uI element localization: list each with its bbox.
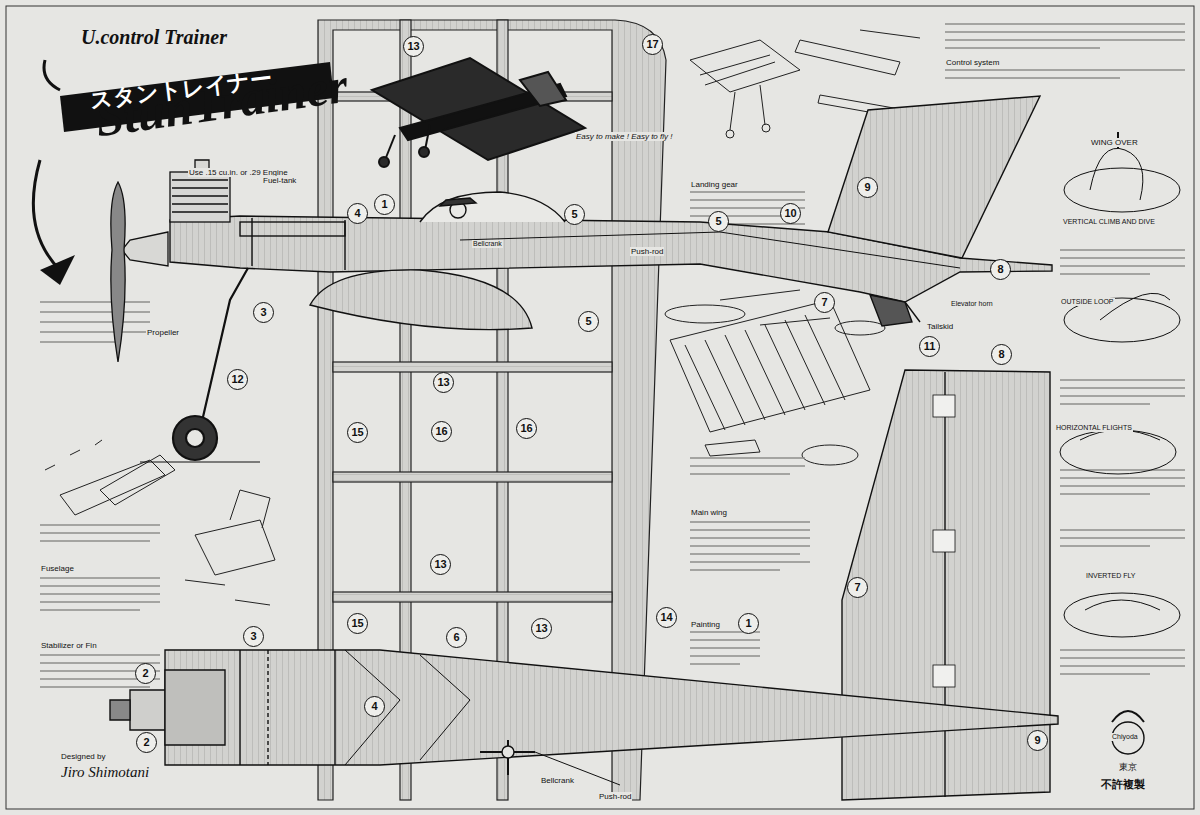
callout-number: 5	[578, 311, 599, 332]
callout-text: 17	[646, 39, 658, 50]
callout-text: 4	[354, 208, 360, 219]
maneuver-title: OUTSIDE LOOP	[1060, 298, 1115, 306]
callout-text: 1	[381, 199, 387, 210]
callout-number: 13	[531, 618, 552, 639]
callout-number: 12	[227, 369, 248, 390]
callout-number: 7	[847, 577, 868, 598]
callout-number: 13	[430, 554, 451, 575]
callout-text: 3	[260, 307, 266, 318]
callout-text: 4	[371, 701, 377, 712]
callout-text: 5	[715, 216, 721, 227]
callout-number: 14	[656, 607, 677, 628]
callout-text: 9	[864, 182, 870, 193]
callout-text: 16	[520, 423, 532, 434]
callout-number: 8	[990, 259, 1011, 280]
callout-number: 15	[347, 613, 368, 634]
callout-text: 5	[585, 316, 591, 327]
designer-name: Jiro Shimotani	[60, 764, 150, 781]
callout-text: 2	[143, 737, 149, 748]
callout-number: 17	[642, 34, 663, 55]
section-heading: Stabilizer or Fin	[40, 641, 98, 650]
callout-text: 1	[745, 618, 751, 629]
callout-text: 8	[998, 349, 1004, 360]
section-heading: Landing gear	[690, 180, 739, 189]
callout-number: 9	[1027, 730, 1048, 751]
part-label: Fuel-tank	[262, 176, 297, 185]
callout-number: 1	[738, 613, 759, 634]
callout-number: 8	[991, 344, 1012, 365]
maneuver-title: INVERTED FLY	[1085, 572, 1137, 580]
callout-text: 6	[453, 632, 459, 643]
section-heading: Fuselage	[40, 564, 75, 573]
callout-text: 15	[351, 427, 363, 438]
callout-number: 11	[919, 336, 940, 357]
maneuver-title: VERTICAL CLIMB AND DIVE	[1062, 218, 1156, 226]
maneuver-title: HORIZONTAL FLIGHTS	[1055, 424, 1133, 432]
subtitle: U.control Trainer	[80, 26, 228, 49]
callout-text: 11	[924, 341, 936, 352]
callout-number: 5	[708, 211, 729, 232]
callout-text: 15	[351, 618, 363, 629]
callout-number: 9	[857, 177, 878, 198]
callout-number: 10	[780, 203, 801, 224]
maker-city: 東京	[1118, 762, 1138, 772]
callout-text: 16	[435, 426, 447, 437]
part-label: Propeller	[146, 328, 180, 337]
section-heading: Painting	[690, 620, 721, 629]
callout-number: 3	[243, 626, 264, 647]
callout-text: 7	[854, 582, 860, 593]
callout-text: 14	[660, 612, 672, 623]
callout-number: 13	[403, 36, 424, 57]
callout-number: 4	[347, 203, 368, 224]
callout-text: 13	[407, 41, 419, 52]
part-label: Bellcrank	[472, 240, 503, 248]
maker-logo: Chiyoda	[1111, 733, 1139, 741]
part-label: Tailskid	[926, 322, 954, 331]
part-label: Push-rod	[630, 247, 664, 256]
slogan: Easy to make ! Easy to fly !	[575, 132, 673, 141]
part-label: Bellcrank	[540, 776, 575, 785]
callout-text: 7	[821, 297, 827, 308]
section-heading: Control system	[945, 58, 1000, 67]
callout-text: 13	[535, 623, 547, 634]
callout-number: 13	[433, 372, 454, 393]
maneuver-title: WING OVER	[1090, 138, 1139, 147]
part-label: Push-rod	[598, 792, 632, 801]
callout-text: 13	[437, 377, 449, 388]
callout-number: 4	[364, 696, 385, 717]
callout-text: 5	[571, 209, 577, 220]
callout-text: 13	[434, 559, 446, 570]
copyright-mark: 不許複製	[1100, 778, 1146, 791]
callout-text: 3	[250, 631, 256, 642]
callout-text: 8	[997, 264, 1003, 275]
callout-text: 2	[142, 668, 148, 679]
callout-number: 3	[253, 302, 274, 323]
callout-number: 15	[347, 422, 368, 443]
callout-text: 10	[784, 208, 796, 219]
callout-number: 16	[516, 418, 537, 439]
callout-number: 16	[431, 421, 452, 442]
section-heading: Main wing	[690, 508, 728, 517]
callout-number: 7	[814, 292, 835, 313]
callout-number: 1	[374, 194, 395, 215]
callout-number: 2	[136, 732, 157, 753]
callout-number: 2	[135, 663, 156, 684]
credit: Designed by	[60, 752, 106, 761]
callout-number: 6	[446, 627, 467, 648]
callout-text: 9	[1034, 735, 1040, 746]
callout-number: 5	[564, 204, 585, 225]
callout-text: 12	[231, 374, 243, 385]
part-label: Elevator horn	[950, 300, 994, 308]
